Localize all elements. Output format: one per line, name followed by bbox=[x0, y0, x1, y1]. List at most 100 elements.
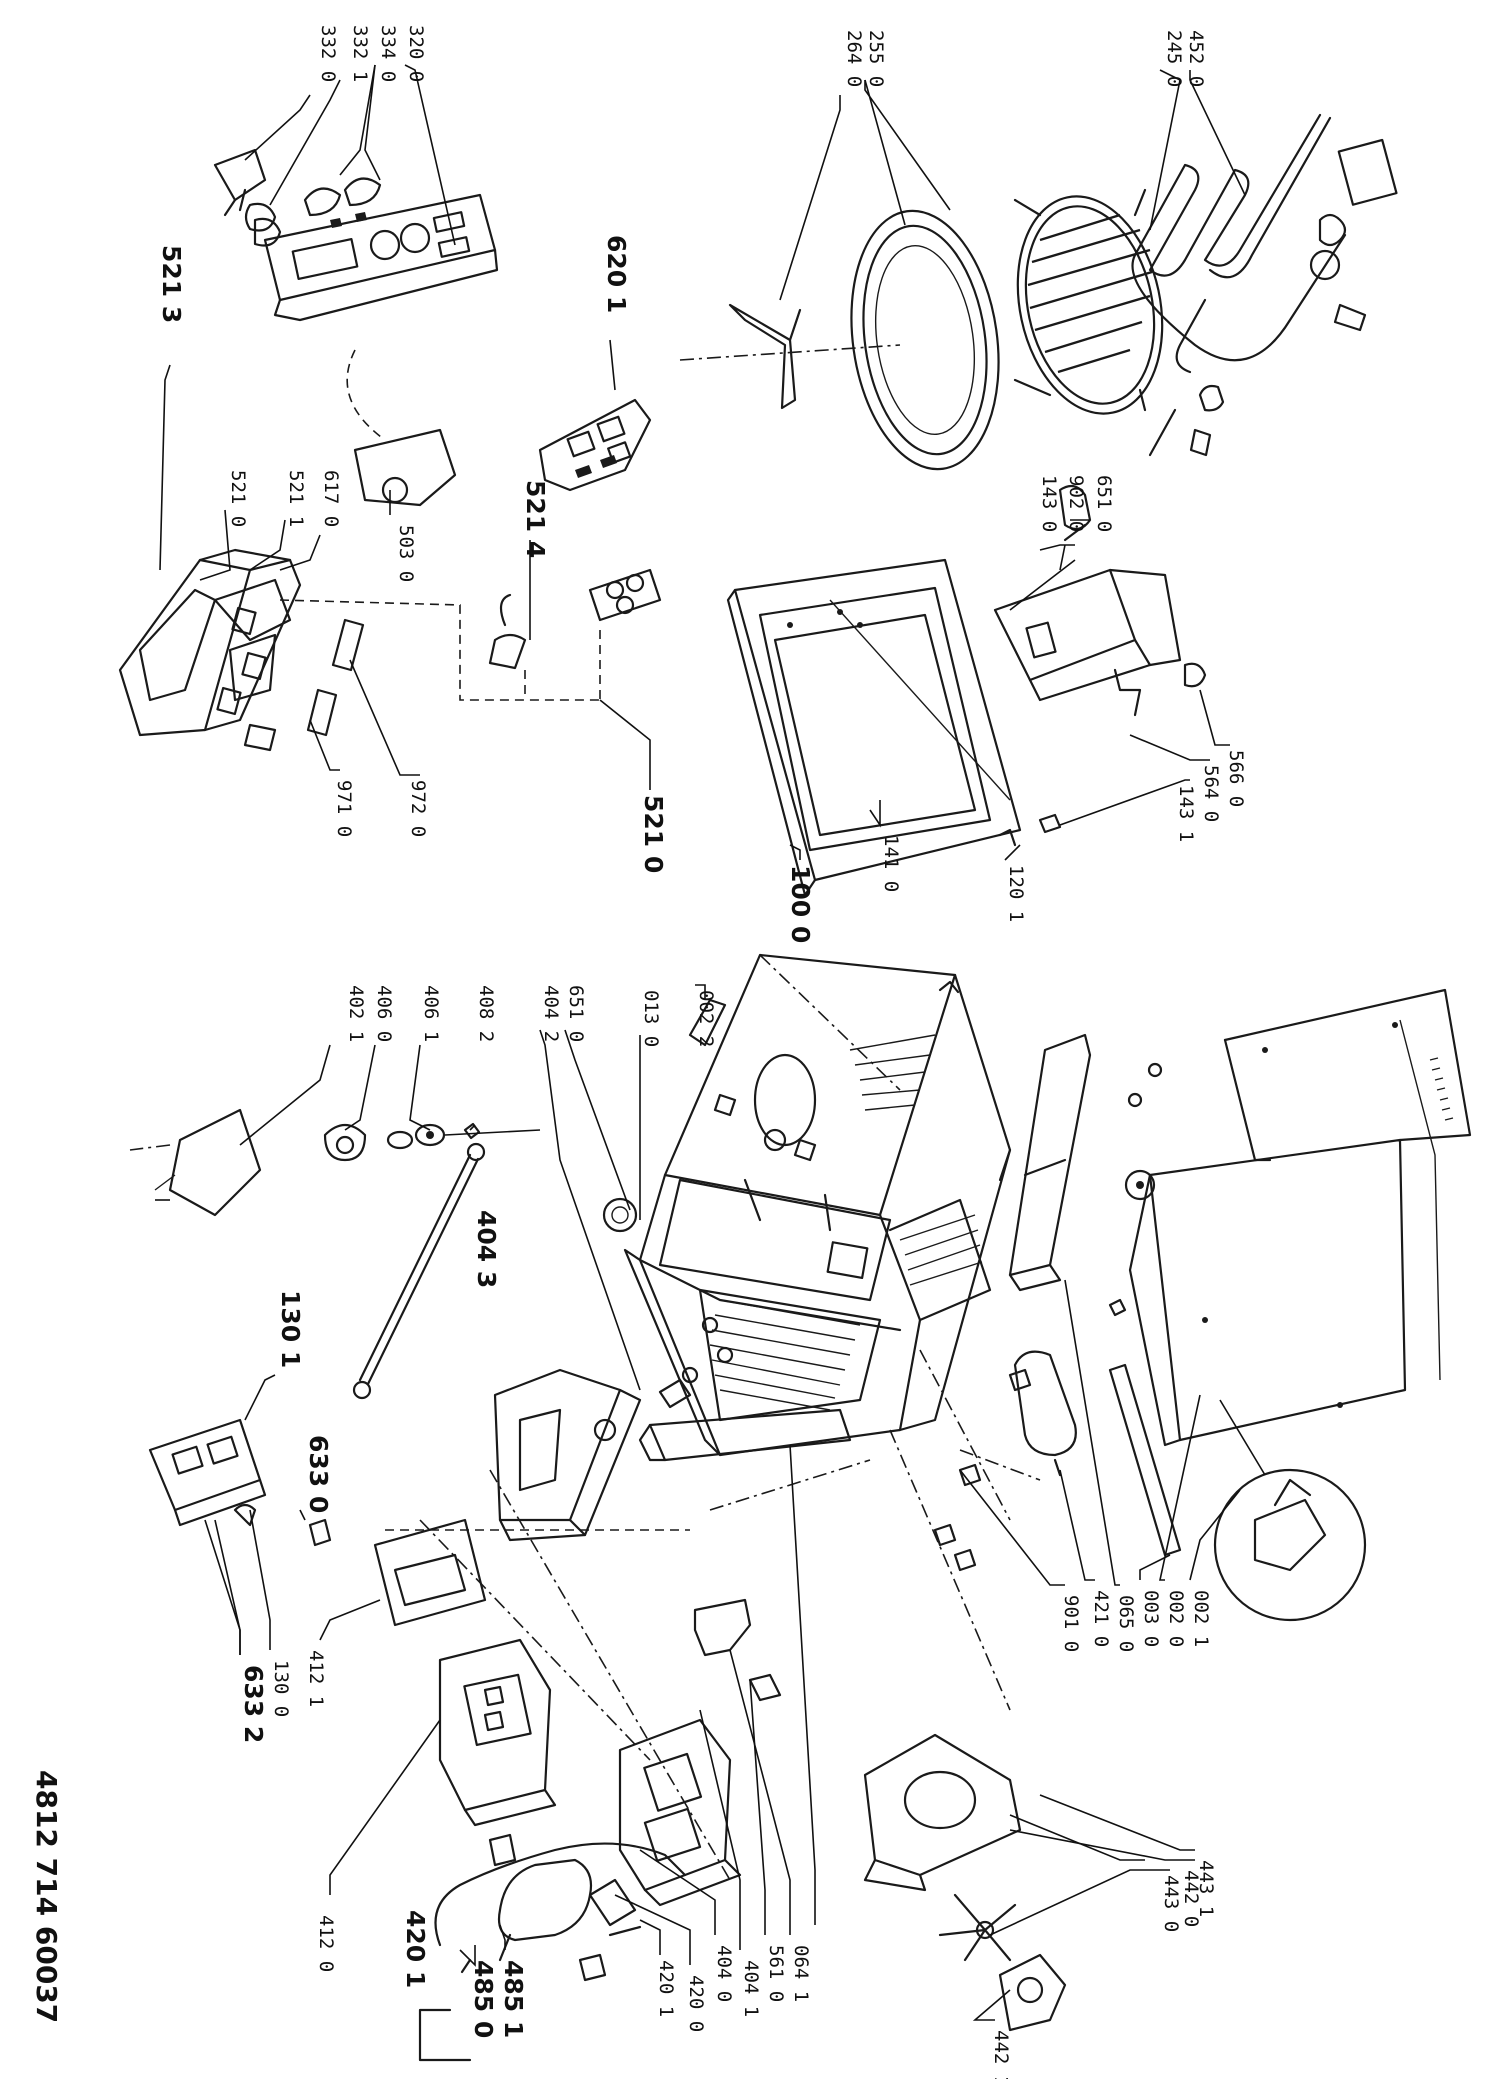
pcb-board bbox=[538, 398, 652, 492]
callout-633-0: 633 0 bbox=[304, 1435, 333, 1513]
cover-plate-402 bbox=[154, 1108, 262, 1217]
callout-412-0: 412 0 bbox=[315, 1915, 337, 1972]
grill-rack bbox=[1013, 188, 1164, 415]
callout-651-0-a: 651 0 bbox=[1093, 475, 1115, 532]
callout-452-0: 452 0 bbox=[1185, 30, 1207, 87]
callout-002-0: 002 0 bbox=[1165, 1590, 1187, 1647]
callout-245-0: 245 0 bbox=[1163, 30, 1185, 87]
callout-420-1-b: 420 1 bbox=[655, 1960, 677, 2017]
callout-143-1: 143 1 bbox=[1175, 785, 1197, 842]
door-frame bbox=[726, 558, 1062, 897]
callout-651-0-b: 651 0 bbox=[565, 985, 587, 1042]
callout-002-2: 002 2 bbox=[695, 990, 717, 1047]
callout-902-0: 902 0 bbox=[1065, 475, 1087, 532]
callout-320-0: 320 0 bbox=[405, 25, 427, 82]
callout-443-0: 443 0 bbox=[1160, 1875, 1182, 1932]
callout-564-0: 564 0 bbox=[1200, 765, 1222, 822]
callout-141-0: 141 0 bbox=[880, 835, 902, 892]
callout-332-0: 332 0 bbox=[317, 25, 339, 82]
callout-421-0: 421 0 bbox=[1090, 1590, 1112, 1647]
turntable-drive bbox=[323, 1122, 541, 1162]
turntable-support bbox=[679, 303, 901, 410]
stirrer-motor-cap bbox=[1008, 1350, 1077, 1477]
callout-406-1: 406 1 bbox=[420, 985, 442, 1042]
callout-620-1: 620 1 bbox=[602, 235, 631, 313]
callout-521-4: 521 4 bbox=[521, 480, 550, 558]
door-interlock-bracket bbox=[993, 484, 1207, 717]
fuse-bits bbox=[488, 568, 662, 670]
bottom-plate bbox=[1008, 1033, 1092, 1292]
mid-dash-lines bbox=[129, 1144, 871, 1881]
top-parts-cavity bbox=[602, 998, 727, 1233]
callout-521-0-a: 521 0 bbox=[227, 470, 249, 527]
capacitor-diode bbox=[418, 1842, 687, 2062]
callout-420-0: 420 0 bbox=[685, 1975, 707, 2032]
small-feet bbox=[933, 1062, 1163, 1572]
callout-002-1: 002 1 bbox=[1190, 1590, 1212, 1647]
callout-503-0: 503 0 bbox=[395, 525, 417, 582]
callout-404-1: 404 1 bbox=[740, 1960, 762, 2017]
transformer-shield bbox=[493, 1368, 642, 1542]
document-number: 4812 714 60037 bbox=[30, 1770, 63, 2023]
heater-element bbox=[1131, 113, 1398, 457]
callout-521-3: 521 3 bbox=[157, 245, 186, 323]
lamp-holder bbox=[148, 1418, 332, 1547]
callout-442-0: 442 0 bbox=[1180, 1870, 1202, 1927]
callout-443-1: 443 1 bbox=[1195, 1860, 1217, 1917]
small-bracket-064 bbox=[693, 1598, 782, 1702]
callout-labels: 452 0 245 0 255 0 264 0 320 0 334 0 332 … bbox=[157, 25, 1247, 2079]
callout-130-0: 130 0 bbox=[270, 1660, 292, 1717]
callout-255-0: 255 0 bbox=[865, 30, 887, 87]
turntable-plate bbox=[850, 209, 1000, 471]
callout-404-2: 404 2 bbox=[540, 985, 562, 1042]
callout-100-0: 100 0 bbox=[786, 865, 815, 943]
callout-561-0: 561 0 bbox=[765, 1945, 787, 2002]
callout-064-1: 064 1 bbox=[790, 1945, 812, 2002]
callout-901-0: 901 0 bbox=[1060, 1595, 1082, 1652]
waveguide-cover bbox=[638, 1408, 852, 1462]
switch-bracket-assembly bbox=[118, 548, 365, 752]
fan-housing bbox=[863, 1733, 1022, 1892]
outer-case bbox=[1128, 988, 1472, 1447]
callout-003-0: 003 0 bbox=[1140, 1590, 1162, 1647]
callout-065-0: 065 0 bbox=[1115, 1595, 1137, 1652]
right-dashdot-lines bbox=[889, 1349, 1041, 1711]
callout-404-0: 404 0 bbox=[713, 1945, 735, 2002]
callout-334-0: 334 0 bbox=[377, 25, 399, 82]
side-rail bbox=[1108, 1363, 1182, 1557]
knob-parts bbox=[213, 148, 382, 247]
callout-264-0: 264 0 bbox=[843, 30, 865, 87]
callout-566-0: 566 0 bbox=[1225, 750, 1247, 807]
callout-633-2: 633 2 bbox=[239, 1665, 268, 1743]
callout-617-0: 617 0 bbox=[320, 470, 342, 527]
callout-408-2: 408 2 bbox=[475, 985, 497, 1042]
callout-412-1: 412 1 bbox=[305, 1650, 327, 1707]
guide-rod bbox=[352, 1142, 486, 1400]
callout-485-1: 485 1 bbox=[499, 1960, 528, 2038]
callout-120-1: 120 1 bbox=[1005, 865, 1027, 922]
callout-143-0: 143 0 bbox=[1038, 475, 1060, 532]
callout-402-1: 402 1 bbox=[345, 985, 367, 1042]
transformer bbox=[438, 1638, 557, 1867]
callout-332-1: 332 1 bbox=[349, 25, 371, 82]
leader-lines bbox=[159, 64, 1246, 2021]
callout-404-3: 404 3 bbox=[472, 1210, 501, 1288]
panel-dashed-connections bbox=[279, 599, 601, 701]
callout-972-0: 972 0 bbox=[407, 780, 429, 837]
callout-420-1-a: 420 1 bbox=[401, 1910, 430, 1988]
callout-521-0-b: 521 0 bbox=[639, 795, 668, 873]
timer-module bbox=[346, 349, 457, 507]
callout-406-0: 406 0 bbox=[373, 985, 395, 1042]
callout-521-1: 521 1 bbox=[285, 470, 307, 527]
fan-motor bbox=[998, 1953, 1067, 2032]
callout-013-0: 013 0 bbox=[640, 990, 662, 1047]
control-panel-front bbox=[263, 193, 499, 322]
callout-485-0: 485 0 bbox=[469, 1960, 498, 2038]
callout-130-1: 130 1 bbox=[276, 1290, 305, 1368]
oven-cavity bbox=[623, 953, 1012, 1457]
detail-circle bbox=[1213, 1399, 1367, 1622]
transformer-plate bbox=[373, 1518, 487, 1627]
callout-971-0: 971 0 bbox=[333, 780, 355, 837]
callout-442-1: 442 1 bbox=[990, 2030, 1012, 2079]
